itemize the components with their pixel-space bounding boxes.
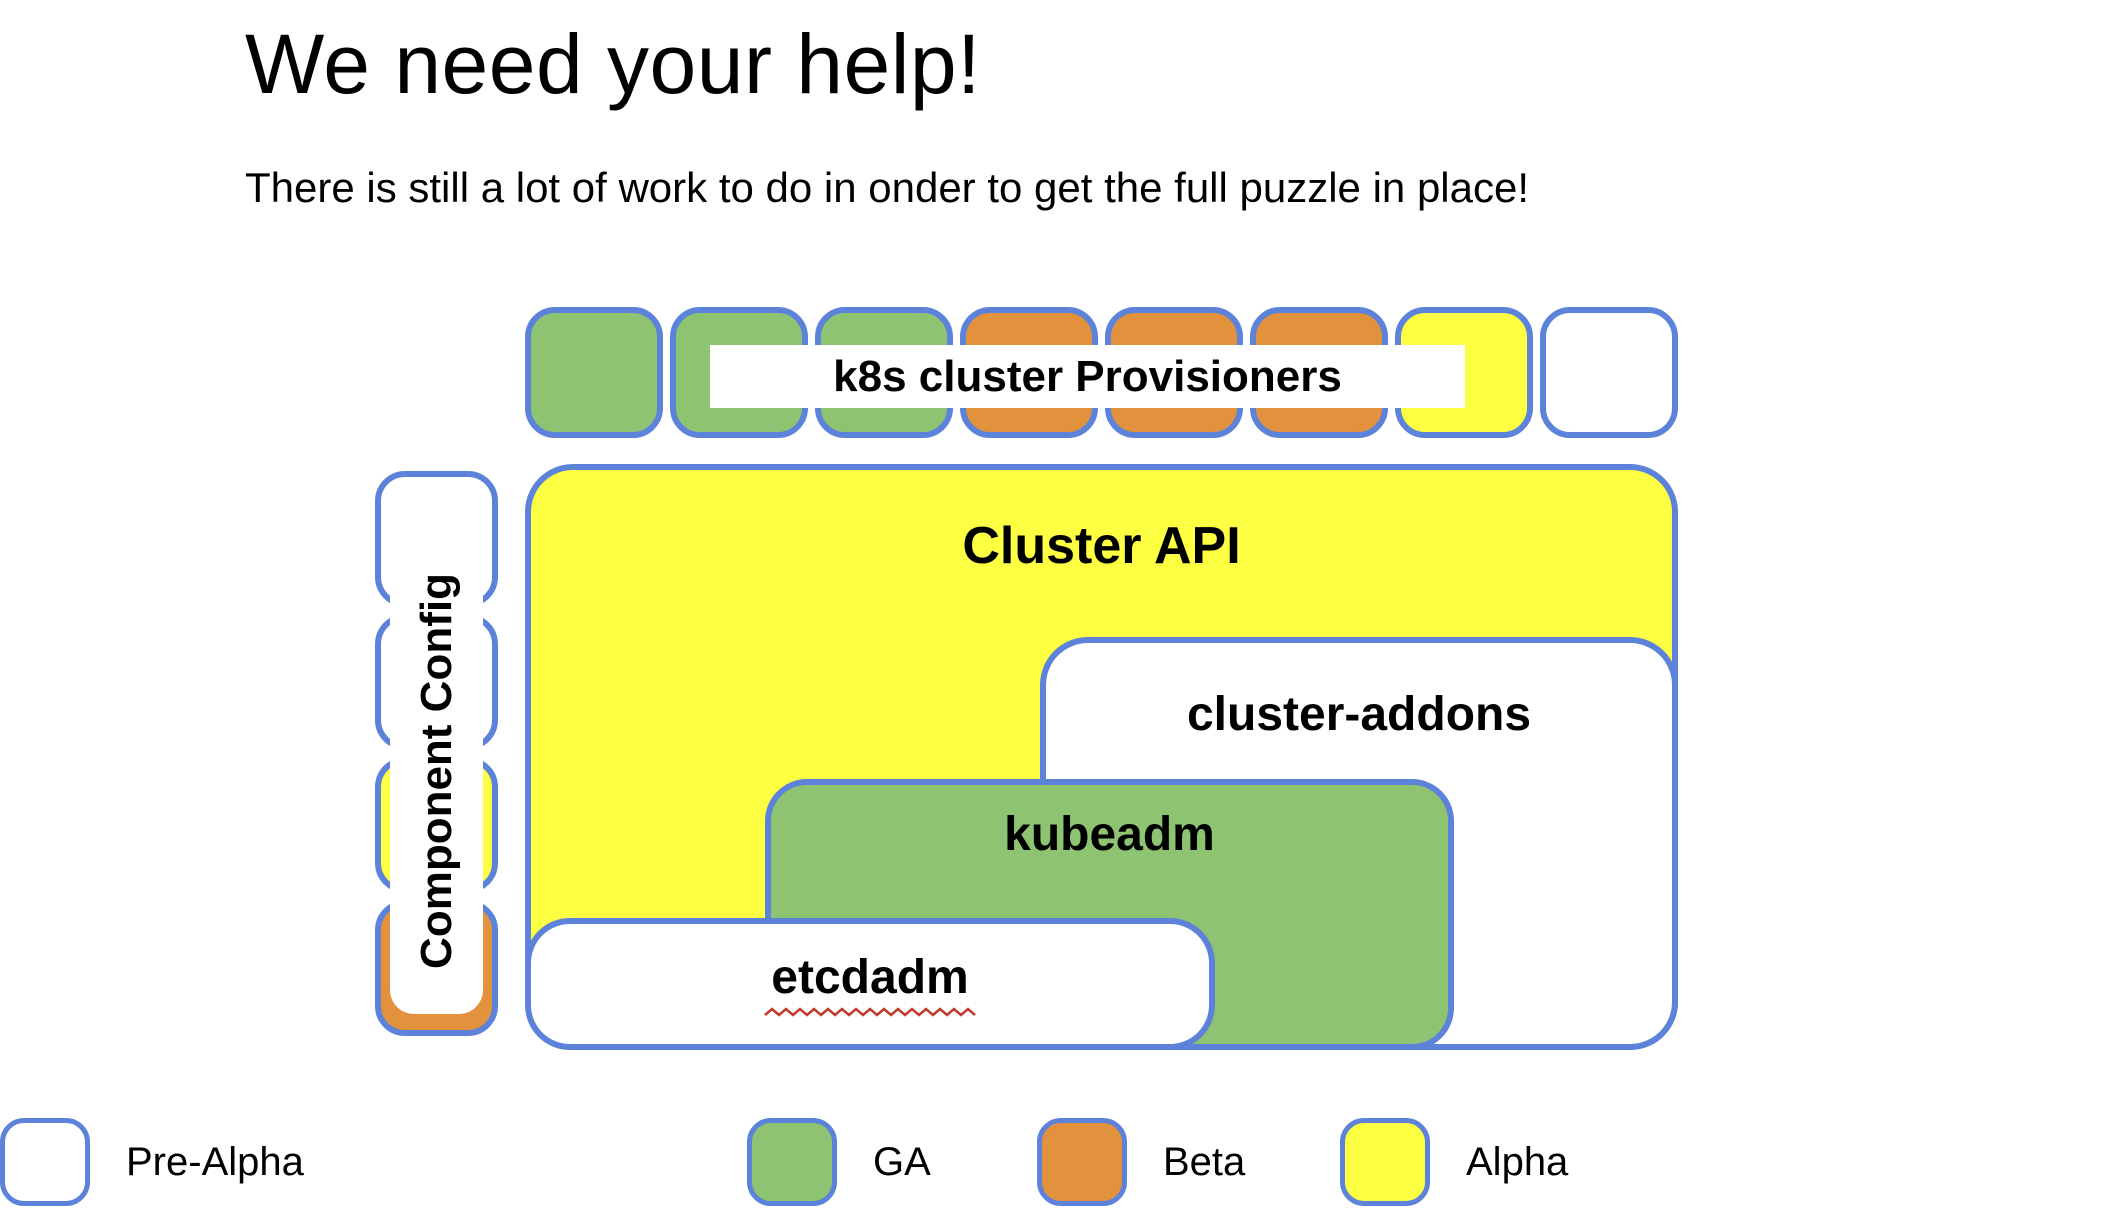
legend-item: Beta [1037, 1116, 1245, 1208]
page-title: We need your help! [245, 17, 981, 111]
etcdadm-label: etcdadm [771, 951, 969, 1004]
legend-label: Beta [1163, 1139, 1246, 1184]
provisioners-label: k8s cluster Provisioners [833, 351, 1342, 401]
page-subtitle: There is still a lot of work to do in on… [245, 164, 1530, 211]
legend-label: Alpha [1466, 1139, 1569, 1184]
cluster-addons-label: cluster-addons [1186, 688, 1532, 741]
legend-swatch [747, 1118, 837, 1206]
legend: GA Beta Alpha Pre-Alpha [0, 1116, 2126, 1208]
legend-label: Pre-Alpha [126, 1139, 304, 1184]
legend-swatch [1340, 1118, 1430, 1206]
legend-item: Alpha [1340, 1116, 1568, 1208]
provisioner-square [1540, 307, 1678, 438]
component-config-label: Component Config [411, 573, 461, 969]
legend-swatch [0, 1118, 90, 1206]
legend-swatch [1037, 1118, 1127, 1206]
provisioners-label-box: k8s cluster Provisioners [710, 345, 1465, 408]
legend-item: GA [747, 1116, 931, 1208]
component-config-label-box: Component Config [390, 528, 483, 1014]
cluster-api-label: Cluster API [962, 517, 1241, 575]
legend-item: Pre-Alpha [0, 1116, 304, 1208]
legend-label: GA [873, 1139, 931, 1184]
kubeadm-label: kubeadm [1004, 808, 1215, 861]
provisioner-square [525, 307, 663, 438]
spellcheck-underline-icon [764, 1007, 976, 1017]
etcdadm-box: etcdadm [525, 918, 1215, 1050]
